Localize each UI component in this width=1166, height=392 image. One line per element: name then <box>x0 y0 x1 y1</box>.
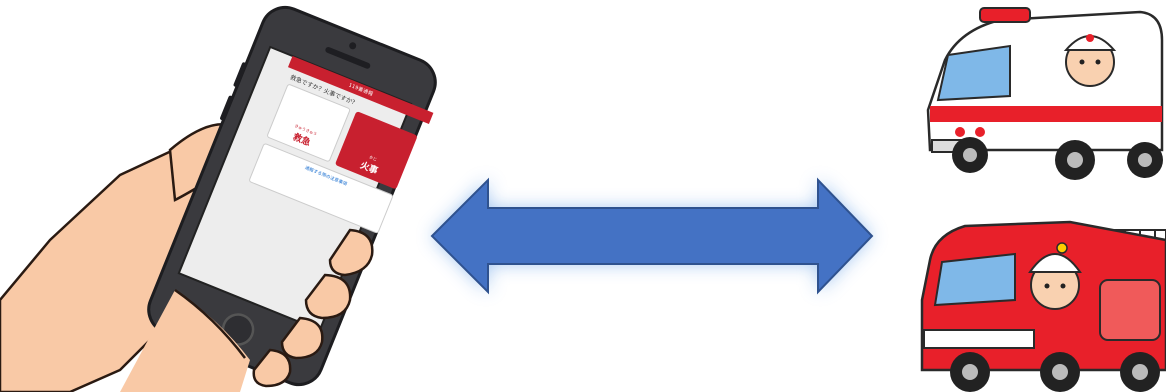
ambulance-icon <box>928 8 1163 180</box>
fire-label: 火事 <box>359 158 381 177</box>
fire-engine-icon <box>922 222 1166 392</box>
double-arrow-icon <box>432 180 872 292</box>
